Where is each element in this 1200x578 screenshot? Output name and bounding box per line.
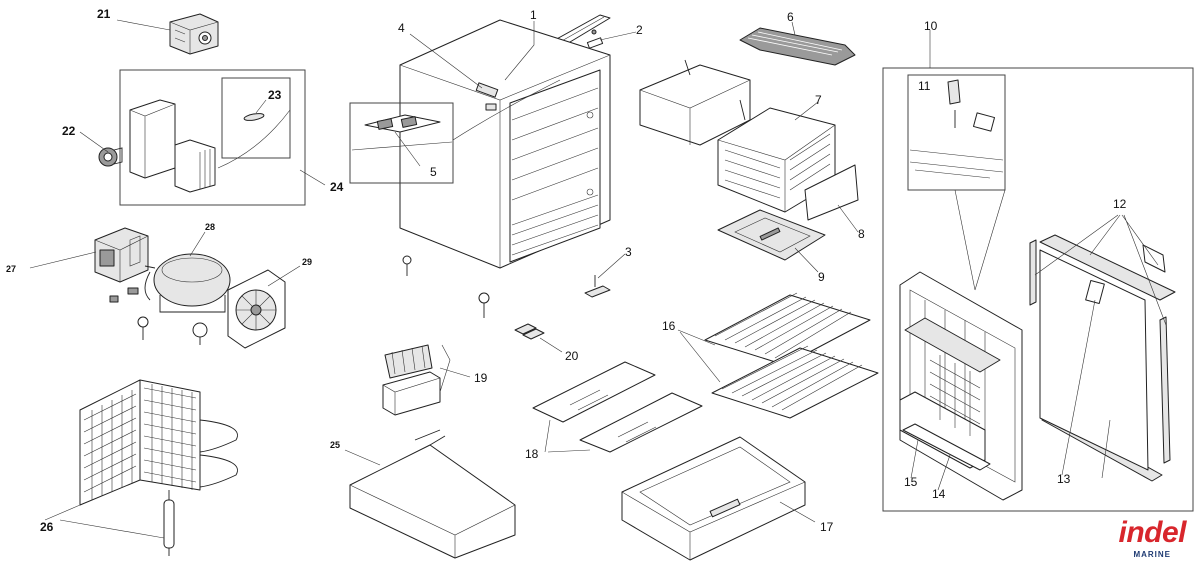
part-6-grate-mat — [739, 27, 856, 66]
label-24: 24 — [330, 180, 344, 194]
label-5: 5 — [430, 165, 437, 179]
label-11: 11 — [918, 79, 931, 93]
part-13-door-insulation — [1039, 249, 1149, 471]
label-1: 1 — [530, 8, 537, 22]
brand-name: indel — [1118, 516, 1186, 549]
part-11-latch — [909, 79, 1004, 179]
label-22: 22 — [62, 124, 76, 138]
part-number-labels: 21 22 23 24 27 28 29 26 1 2 4 5 3 6 7 8 … — [6, 7, 1127, 534]
label-27: 27 — [6, 264, 16, 274]
part-17-crisper-bin — [621, 436, 806, 561]
part-5-label-plate — [351, 114, 453, 151]
label-14: 14 — [932, 487, 946, 501]
label-10: 10 — [924, 19, 938, 33]
door-panel — [899, 271, 1023, 501]
cabinet-body — [399, 19, 611, 269]
label-6: 6 — [787, 10, 794, 24]
detail-box-5 — [349, 102, 454, 184]
part-18-glass-shelf-lower — [579, 392, 703, 453]
part-20-clips — [514, 323, 545, 340]
label-15: 15 — [904, 475, 918, 489]
label-12: 12 — [1113, 197, 1127, 211]
label-21: 21 — [97, 7, 111, 21]
part-25-evaporator — [349, 429, 516, 559]
label-25: 25 — [330, 440, 340, 450]
label-4: 4 — [398, 21, 405, 35]
part-24-control-housing — [129, 99, 216, 193]
cabinet-feet — [402, 255, 490, 318]
part-7-freezer-box — [717, 107, 836, 213]
part-26-condenser — [79, 379, 238, 556]
label-8: 8 — [858, 227, 865, 241]
part-8-freezer-flap — [804, 164, 859, 221]
part-9-drip-tray — [717, 209, 826, 261]
brand-logo: indel MARINE — [1118, 516, 1186, 560]
part-27-compressor-electronics — [94, 227, 149, 283]
part-16-wire-shelf-upper — [704, 292, 871, 366]
part-15-door-rack — [902, 423, 991, 471]
detail-box-23 — [221, 77, 291, 159]
label-19: 19 — [474, 371, 488, 385]
label-13: 13 — [1057, 472, 1071, 486]
part-19-egg-holder — [382, 344, 441, 416]
label-20: 20 — [565, 349, 579, 363]
label-18: 18 — [525, 447, 539, 461]
part-29-fan — [227, 269, 286, 349]
label-28: 28 — [205, 222, 215, 232]
label-2: 2 — [636, 23, 643, 37]
label-9: 9 — [818, 270, 825, 284]
part-22-knob — [98, 147, 123, 167]
door-assembly-box-10 — [882, 67, 1194, 512]
part-3-hinge — [584, 275, 611, 298]
label-16: 16 — [662, 319, 676, 333]
part-16-wire-shelf-lower — [711, 345, 879, 419]
part-23-bulb — [243, 113, 265, 121]
detail-box-11 — [907, 74, 1006, 191]
part-28-compressor — [109, 253, 231, 345]
part-18-glass-shelf-upper — [532, 361, 656, 423]
subassembly-box-24 — [119, 69, 306, 206]
label-23: 23 — [268, 88, 282, 102]
part-21-thermostat — [169, 13, 219, 55]
label-29: 29 — [302, 257, 312, 267]
label-26: 26 — [40, 520, 54, 534]
label-7: 7 — [815, 93, 822, 107]
label-17: 17 — [820, 520, 834, 534]
brand-subtitle: MARINE — [1133, 550, 1172, 559]
leader-lines — [29, 19, 1167, 539]
part-14-door-shelf — [899, 317, 1001, 469]
label-3: 3 — [625, 245, 632, 259]
